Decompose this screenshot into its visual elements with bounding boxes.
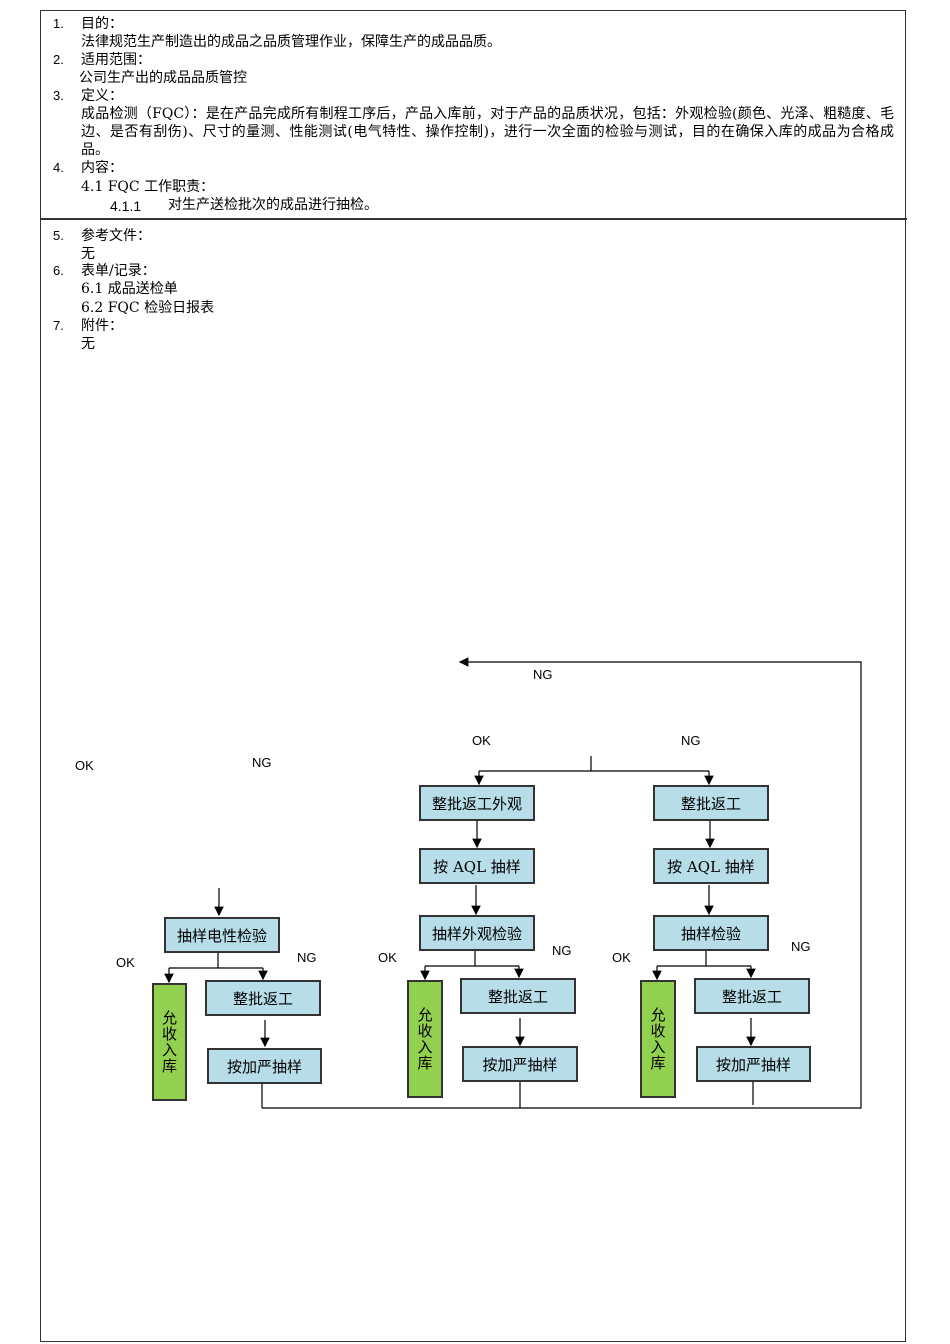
branch-line (657, 950, 751, 967)
tightened-sampling-box: 按加严抽样 (462, 1046, 578, 1082)
ng-label: NG (681, 733, 701, 748)
ok-label: OK (116, 955, 135, 970)
attachments-text: 无 (81, 336, 95, 352)
item-text: 对生产送检批次的成品进行抽检。 (168, 197, 378, 213)
section-number: 2. (53, 52, 64, 67)
sampling-inspection-box: 抽样检验 (653, 915, 769, 951)
form-item: 6.2 FQC 检验日报表 (81, 300, 215, 316)
purpose-text: 法律规范生产制造出的成品之品质管理作业，保障生产的成品品质。 (81, 34, 501, 50)
rework-box: 整批返工 (653, 785, 769, 821)
ok-label: OK (378, 950, 397, 965)
accept-storage-box: 允收入库 (640, 980, 676, 1098)
subsection-title: 4.1 FQC 工作职责： (81, 179, 215, 195)
section-title-content: 内容： (81, 160, 123, 176)
rework-box: 整批返工 (694, 978, 810, 1014)
section-divider (40, 218, 907, 220)
section-title-definition: 定义： (81, 88, 123, 104)
accept-storage-box: 允收入库 (152, 983, 187, 1101)
references-text: 无 (81, 246, 95, 262)
form-item: 6.1 成品送检单 (81, 281, 178, 297)
section-number: 5. (53, 228, 64, 243)
section-number: 4. (53, 160, 64, 175)
section-number: 7. (53, 318, 64, 333)
ok-label: OK (612, 950, 631, 965)
branch-line (479, 756, 709, 772)
rework-box: 整批返工 (460, 978, 576, 1014)
page-frame (40, 10, 906, 1342)
aql-sampling-box: 按 AQL 抽样 (419, 848, 535, 884)
section-title-references: 参考文件： (81, 228, 151, 244)
section-number: 6. (53, 263, 64, 278)
appearance-inspection-box: 抽样外观检验 (419, 915, 535, 951)
aql-sampling-box: 按 AQL 抽样 (653, 848, 769, 884)
rework-box: 整批返工 (205, 980, 321, 1016)
ok-label: OK (472, 733, 491, 748)
section-number: 1. (53, 16, 64, 31)
return-loop-line (262, 657, 862, 1109)
ok-label: OK (75, 758, 94, 773)
rework-appearance-box: 整批返工外观 (419, 785, 535, 821)
section-title-attachments: 附件： (81, 318, 123, 334)
ng-label: NG (533, 667, 553, 682)
section-title-forms: 表单/记录： (81, 263, 156, 279)
section-upper: 1. 目的： 法律规范生产制造出的成品之品质管理作业，保障生产的成品品质。 2.… (40, 14, 906, 218)
electrical-inspection-box: 抽样电性检验 (164, 917, 280, 953)
tightened-sampling-box: 按加严抽样 (207, 1048, 322, 1084)
section-title-scope: 适用范围： (81, 52, 151, 68)
accept-storage-box: 允收入库 (407, 980, 443, 1098)
section-title-purpose: 目的： (81, 16, 123, 32)
scope-text: 公司生产出的成品品质管控 (79, 70, 247, 86)
branch-line (425, 950, 519, 967)
ng-label: NG (552, 943, 572, 958)
definition-text: 成品检测（FQC）：是在产品完成所有制程工序后，产品入库前，对于产品的品质状况，… (81, 106, 894, 158)
section-number: 3. (53, 88, 64, 103)
tightened-sampling-box: 按加严抽样 (696, 1046, 811, 1082)
ng-label: NG (297, 950, 317, 965)
ng-label: NG (791, 939, 811, 954)
ng-label: NG (252, 755, 272, 770)
item-number: 4.1.1 (110, 198, 142, 214)
branch-line (169, 952, 263, 969)
